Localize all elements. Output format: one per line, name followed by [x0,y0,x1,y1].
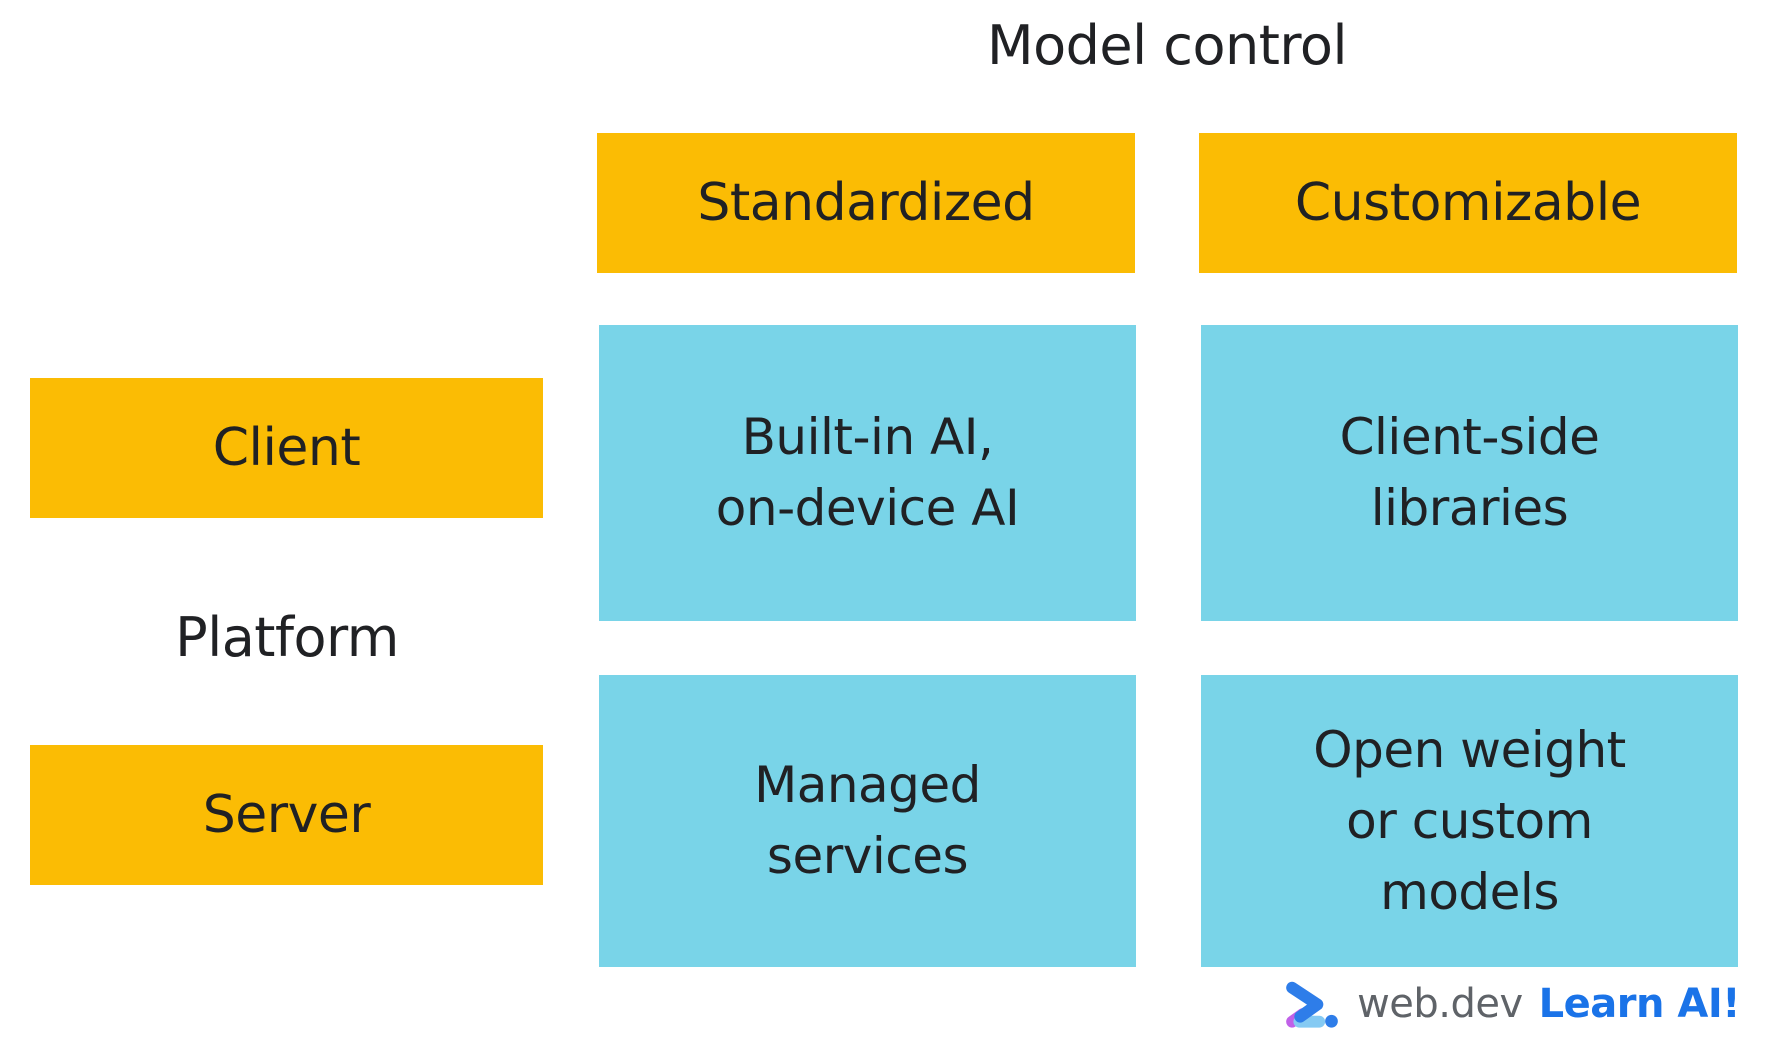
campaign-label: Learn AI! [1538,981,1741,1027]
cell-client-standardized: Built-in AI, on-device AI [599,325,1136,621]
column-axis-title: Model control [987,14,1347,77]
brand-name: web.dev [1357,981,1523,1027]
footer-brand-lockup: web.dev Learn AI! [1283,979,1741,1029]
cell-server-customizable: Open weight or custom models [1201,675,1738,967]
column-header-customizable: Customizable [1199,133,1737,273]
row-header-server: Server [30,745,543,885]
row-header-client: Client [30,378,543,518]
cell-server-standardized: Managed services [599,675,1136,967]
web-dev-logo-icon [1286,981,1338,1028]
cell-client-customizable: Client-side libraries [1201,325,1738,621]
row-axis-title: Platform [175,606,399,669]
column-header-standardized: Standardized [597,133,1135,273]
